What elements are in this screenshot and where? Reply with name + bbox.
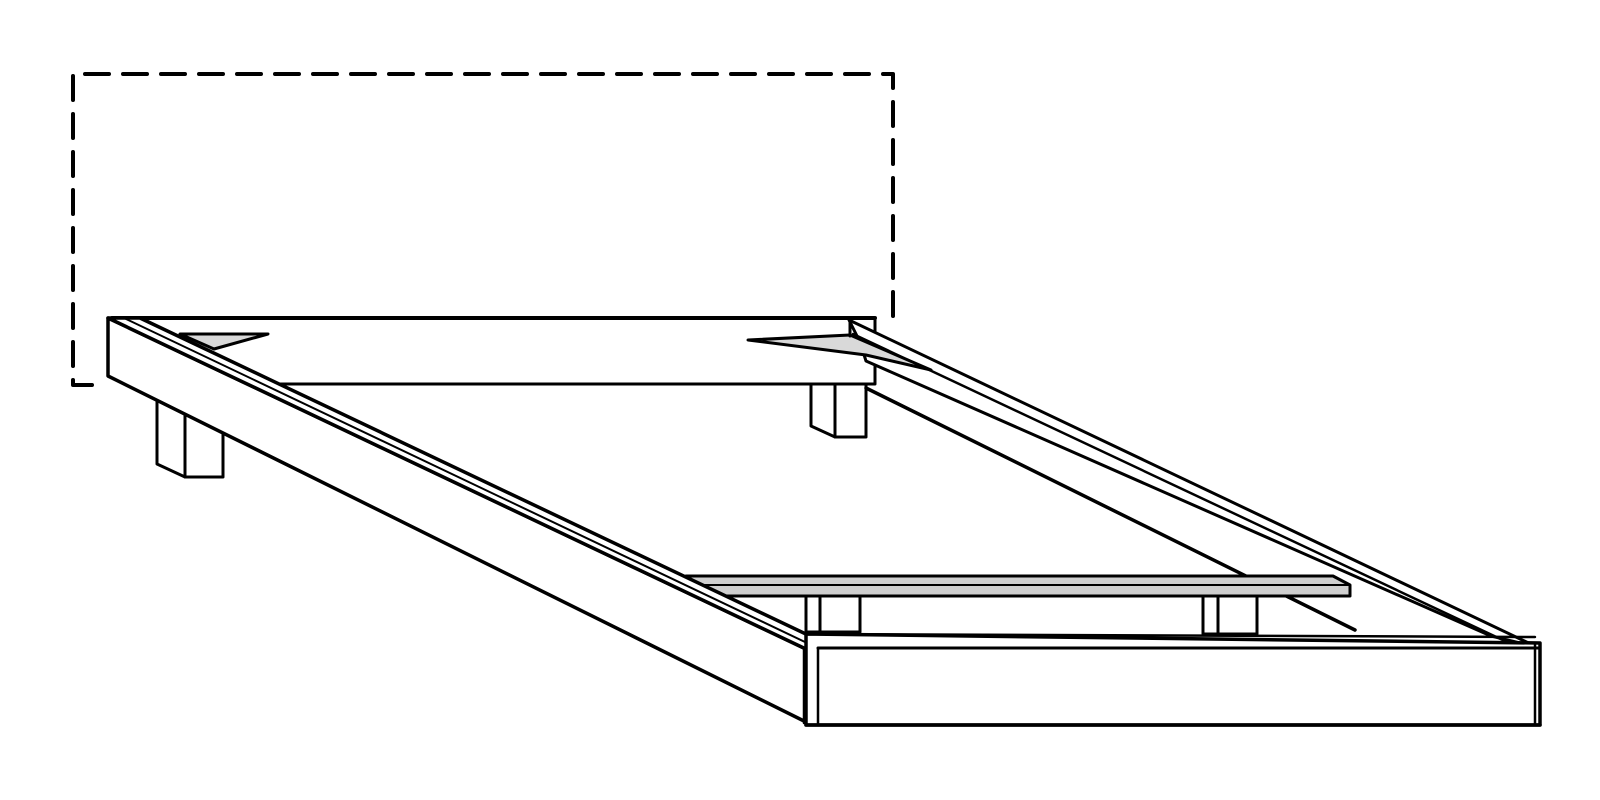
head-rail (110, 316, 877, 386)
headboard-outline (71, 72, 895, 387)
foot-rail (804, 632, 1542, 727)
corner-bracket-left (178, 332, 270, 351)
corner-bracket-right (746, 320, 933, 372)
right-side-rail (847, 318, 1539, 649)
slat-leg-left (804, 594, 862, 634)
slat-leg-right (1201, 594, 1259, 636)
